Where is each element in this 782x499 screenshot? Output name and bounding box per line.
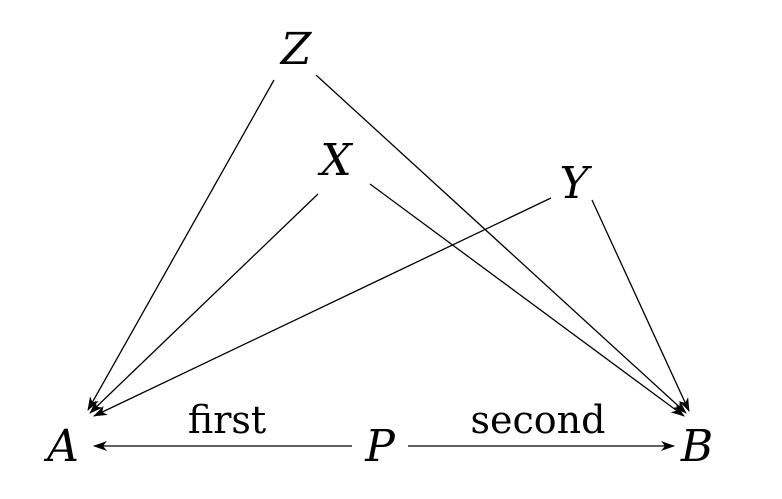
edge-label-second: second (471, 398, 606, 442)
node-p: P (364, 421, 396, 472)
edge-labels: first second (188, 398, 606, 442)
edge-label-first: first (188, 398, 266, 442)
node-z: Z (279, 24, 313, 75)
node-b: B (680, 421, 713, 472)
nodes: Z X Y A P B (43, 24, 713, 472)
node-y: Y (559, 158, 592, 209)
node-a: A (43, 421, 79, 472)
edge-z-to-b (315, 74, 687, 414)
edge-y-to-b (591, 199, 690, 412)
edge-y-to-a (93, 197, 552, 417)
edge-x-to-b (369, 183, 685, 417)
node-x: X (317, 135, 353, 186)
edge-z-to-a (87, 79, 275, 411)
edge-x-to-a (89, 193, 319, 414)
edges (87, 74, 690, 451)
